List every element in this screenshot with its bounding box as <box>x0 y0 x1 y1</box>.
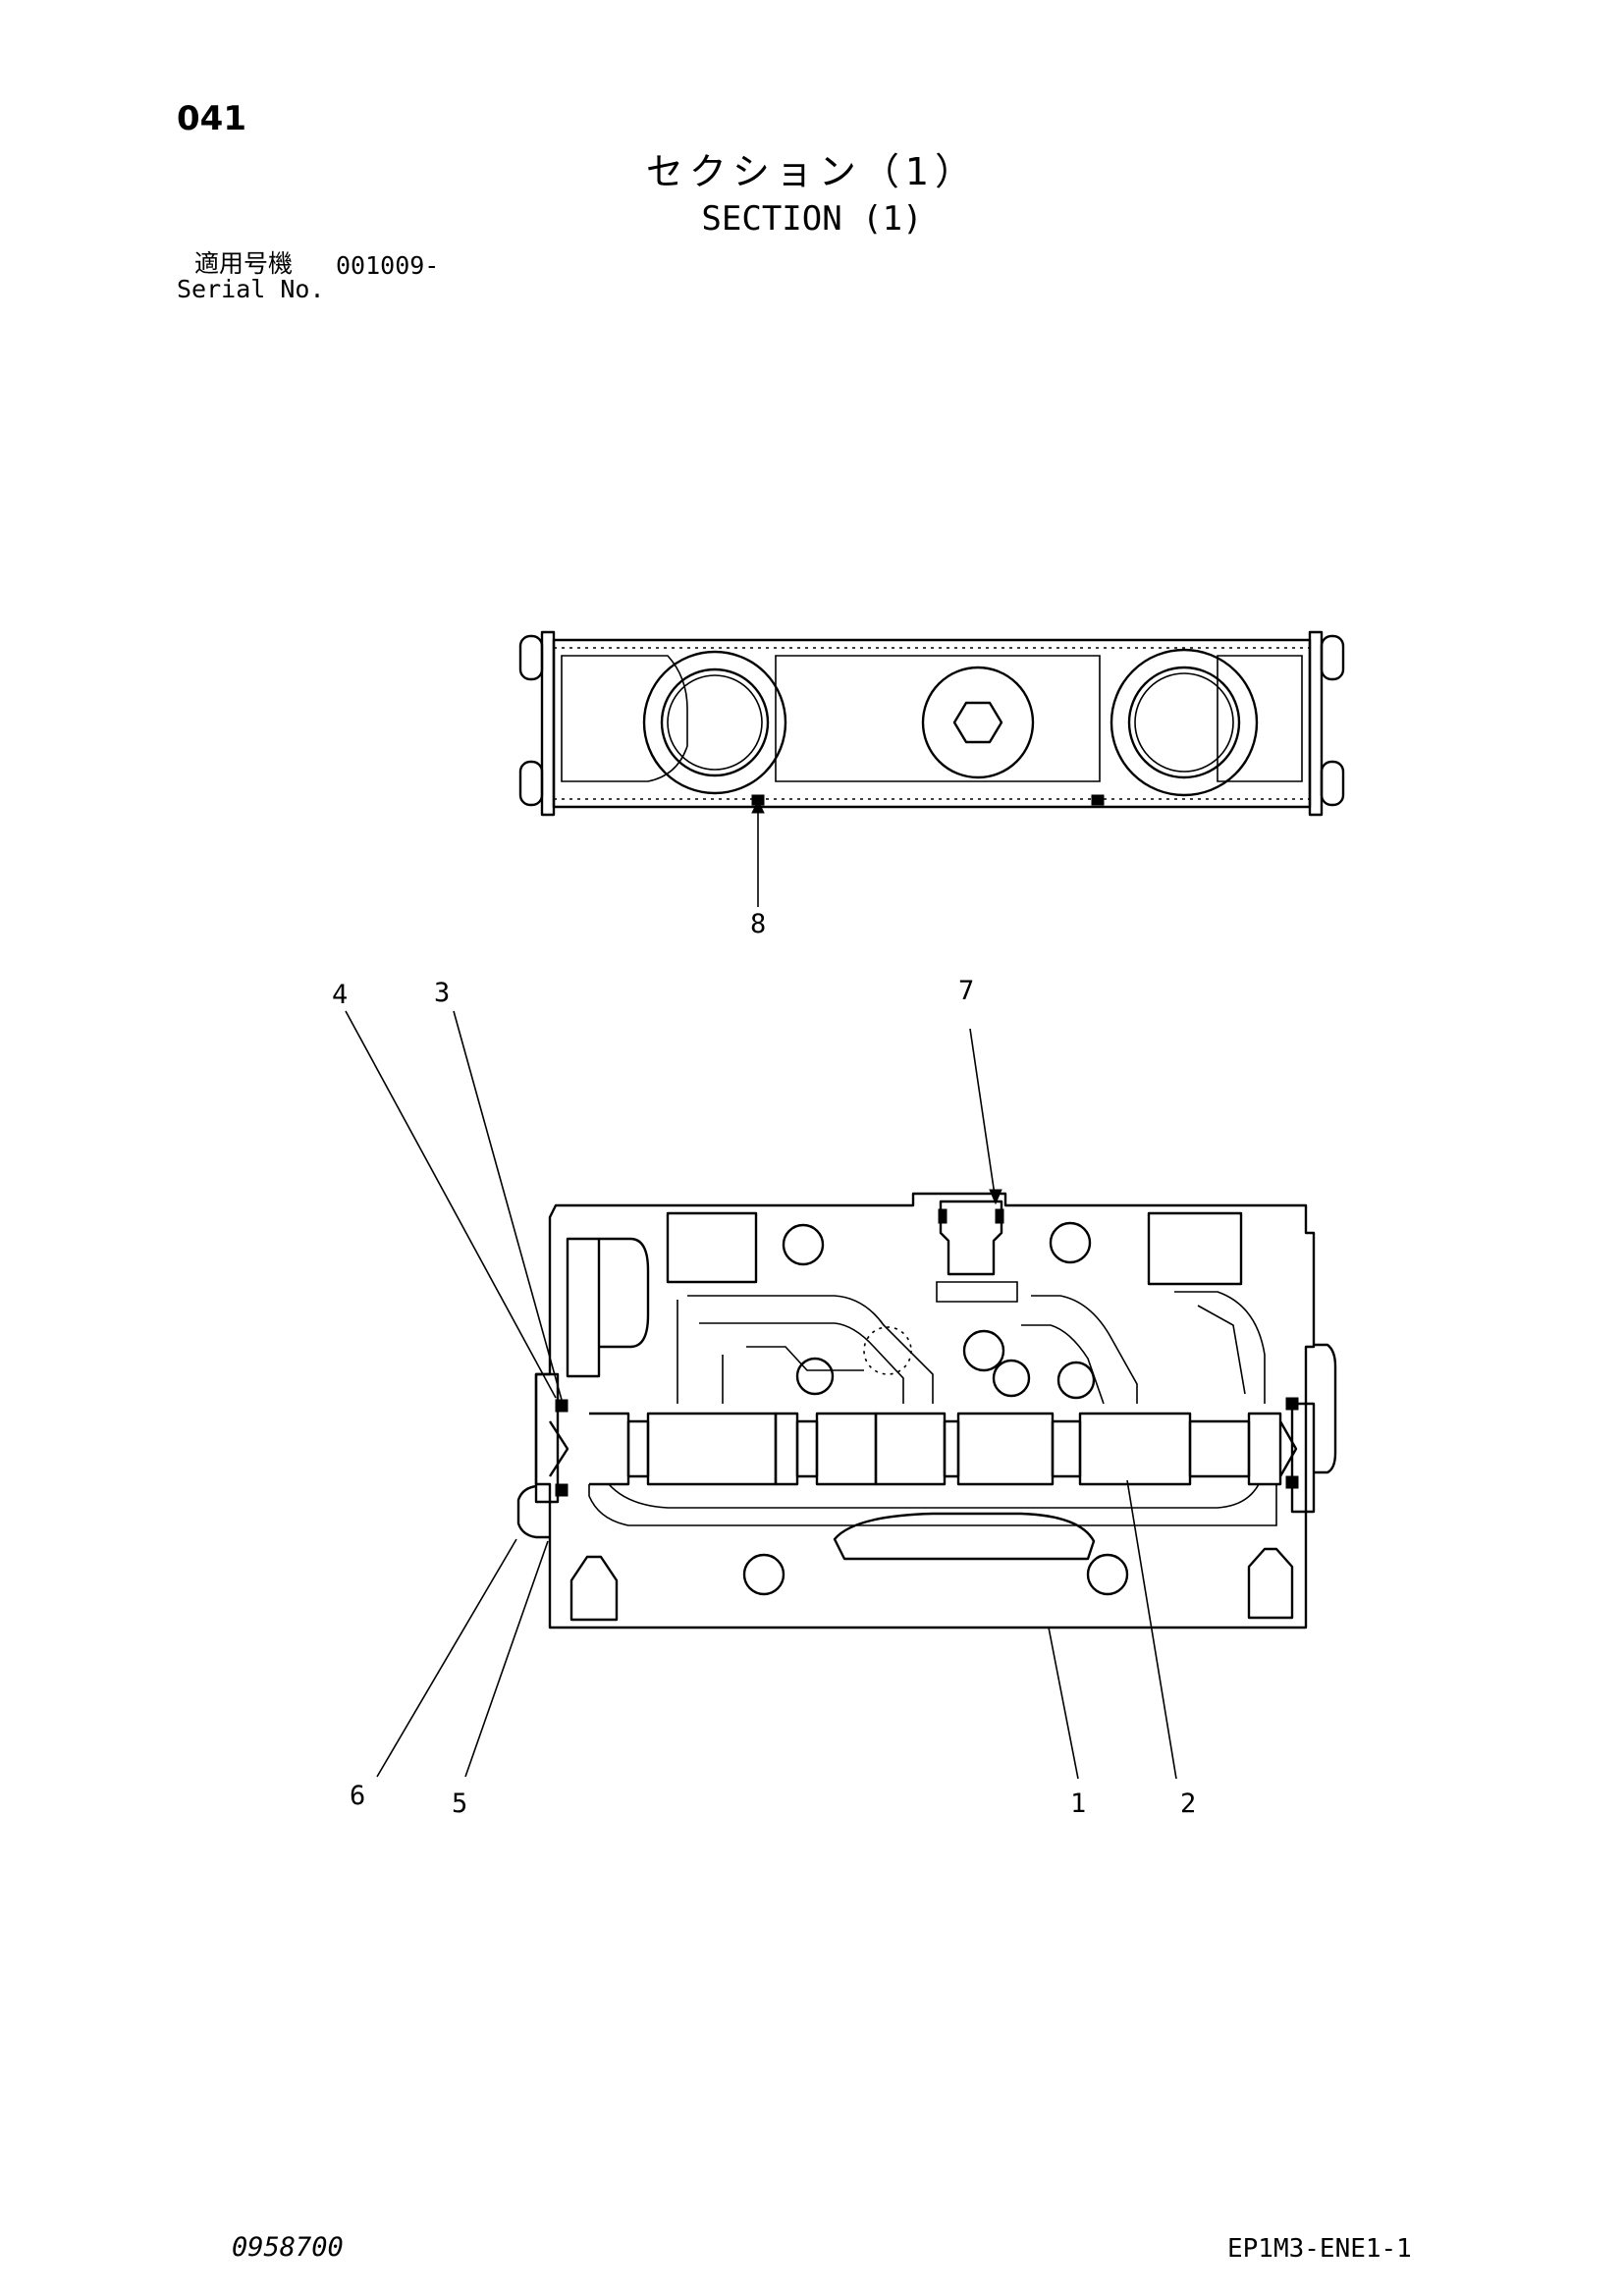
callout-7: 7 <box>958 976 974 1006</box>
leader-lines <box>345 799 1177 1780</box>
end-cap-right <box>1290 1402 1316 1514</box>
o-ring <box>1285 1397 1299 1411</box>
center-cavity <box>833 1512 1096 1561</box>
plug-bottom-left <box>569 1555 619 1622</box>
end-plate-right <box>1308 630 1324 817</box>
housing-body <box>534 1192 1316 1629</box>
top-view-drawing <box>518 630 1345 817</box>
page-number: 041 <box>177 99 246 138</box>
page-title-japanese: セクション（1） <box>645 150 979 193</box>
hex-plug <box>952 701 1003 744</box>
spool-land <box>646 1412 778 1486</box>
section-view-drawing <box>516 1192 1337 1629</box>
page-code: EP1M3-ENE1-1 <box>1227 2234 1412 2264</box>
plug-bottom-right <box>1247 1547 1294 1620</box>
port-left <box>642 650 787 795</box>
end-cap-left <box>534 1372 560 1504</box>
callout-2: 2 <box>1180 1789 1196 1819</box>
port-center <box>921 666 1035 779</box>
callout-4: 4 <box>332 980 348 1010</box>
drawing-number: 0958700 <box>232 2232 344 2263</box>
port-right <box>1110 648 1259 797</box>
o-ring <box>1285 1475 1299 1489</box>
callout-8: 8 <box>750 909 766 939</box>
serial-number-range: 001009- <box>336 251 440 280</box>
spool-land <box>1078 1412 1192 1486</box>
o-ring <box>555 1399 568 1413</box>
body-outline <box>552 638 1312 809</box>
o-ring <box>1091 794 1105 806</box>
end-plate-left <box>540 630 556 817</box>
page-title-english: SECTION (1) <box>701 199 923 239</box>
bolt-head <box>1320 634 1345 681</box>
callout-3: 3 <box>434 978 450 1008</box>
bolt-head <box>1320 760 1345 807</box>
bolt-head <box>518 760 544 807</box>
serial-label-japanese: 適用号機 <box>194 249 294 278</box>
center-plug <box>939 1200 1003 1276</box>
callout-5: 5 <box>452 1789 467 1819</box>
callout-1: 1 <box>1070 1789 1086 1819</box>
o-ring <box>555 1483 568 1497</box>
bolt-head <box>518 634 544 681</box>
port-top-right <box>1147 1211 1243 1286</box>
port-top-left <box>666 1211 758 1284</box>
callout-6: 6 <box>350 1781 365 1811</box>
serial-label-english: Serial No. <box>177 275 325 303</box>
